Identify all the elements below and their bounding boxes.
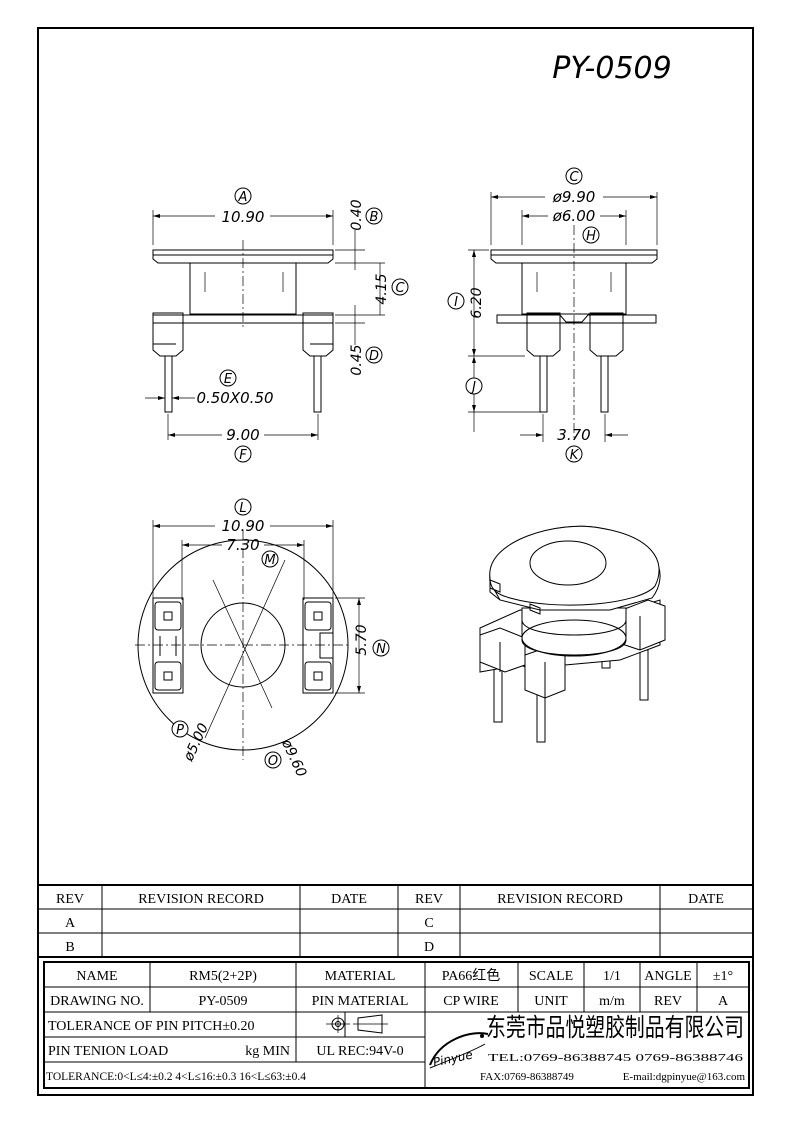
unit-value: m/m [599,994,625,1009]
projection-symbol [326,1014,388,1034]
label-d: D [369,349,379,364]
label-b: B [370,210,379,225]
rev-cell-d: D [424,940,434,955]
rev-cell-b: B [65,940,74,955]
angle-label: ANGLE [644,969,691,984]
scale-value: 1/1 [603,969,621,984]
label-e: E [224,372,233,387]
general-tolerance: TOLERANCE:0<L≤4:±0.2 4<L≤16:±0.3 16<L≤63… [46,1071,306,1083]
dim-c: 4.15 [374,273,390,304]
company-tel: TEL:0769-86388745 0769-86388746 [488,1052,744,1064]
label-c: C [395,281,405,296]
ul-rec: UL REC:94V-0 [316,1044,403,1059]
rev-cell-c: C [424,916,433,931]
isometric-view [479,525,666,743]
dim-f: 9.00 [226,426,259,444]
label-m: M [264,553,275,568]
dim-i: 6.20 [469,287,485,318]
label-i: I [454,295,458,310]
company-fax: FAX:0769-86388749 [480,1071,574,1083]
rev-header-1: REV [56,892,84,907]
dim-l: 10.90 [222,517,265,535]
bottom-view: L 10.90 7.30 M 5.70 N P ø5.00 O ø9.60 [135,498,390,780]
label-o: O [268,754,278,769]
angle-value: ±1° [713,969,733,984]
side-view: C ø9.90 ø6.00 H 6.20 I J 3.70 K [447,167,658,463]
company-logo: Pinyue [429,1032,489,1070]
material-value: PA66红色 [442,967,501,984]
company-name: 东莞市品悦塑胶制品有限公司 [486,1014,744,1042]
revision-table: REV REVISION RECORD DATE REV REVISION RE… [38,884,753,958]
dim-m: 7.30 [226,536,259,554]
material-label: MATERIAL [325,969,396,984]
label-p: P [176,723,184,738]
label-f: F [239,448,247,463]
dim-a: 10.90 [222,208,265,226]
pin-material-label: PIN MATERIAL [312,994,409,1009]
unit-label: UNIT [534,994,568,1009]
dim-outer-diameter: ø9.90 [552,188,596,206]
date-header-1: DATE [331,892,367,907]
rev-cell-a: A [65,916,76,931]
label-a: A [238,190,248,205]
part-number-title: PY-0509 [552,51,671,86]
title-block: NAME RM5(2+2P) MATERIAL PA66红色 SCALE 1/1… [43,961,750,1089]
label-c-side: C [569,170,579,185]
date-header-2: DATE [688,892,724,907]
dim-k: 3.70 [557,426,590,444]
front-view: A 10.90 0.40 B 4.15 C 0.45 D E 0.50X0.50… [145,187,409,463]
drawing-no-label: DRAWING NO. [50,994,144,1009]
rev-header-2: REV [415,892,443,907]
drawing-no-value: PY-0509 [198,994,247,1009]
pin-tension-unit: kg MIN [245,1044,290,1059]
dim-d: 0.45 [349,344,365,375]
label-l: L [239,501,246,516]
dim-n: 5.70 [354,624,370,655]
sheet-border [37,27,754,1096]
revision-record-header-1: REVISION RECORD [138,892,264,907]
dim-b: 0.40 [349,199,365,230]
label-j: J [469,380,476,395]
rev-value: A [718,994,729,1009]
pin-tension-label: PIN TENION LOAD [48,1044,168,1059]
label-k: K [570,448,580,463]
dim-e: 0.50X0.50 [196,389,273,407]
label-n: N [376,642,386,657]
company-email: E-mail:dgpinyue@163.com [623,1071,746,1083]
label-h: H [586,229,596,244]
scale-label: SCALE [529,969,573,984]
pin-pitch-tolerance: TOLERANCE OF PIN PITCH±0.20 [48,1019,255,1034]
pin-material-value: CP WIRE [443,994,499,1009]
name-value: RM5(2+2P) [189,969,257,984]
rev-label: REV [654,994,682,1009]
dim-inner-diameter: ø6.00 [552,207,596,225]
revision-record-header-2: REVISION RECORD [497,892,623,907]
name-label: NAME [76,969,117,984]
dim-o: ø9.60 [278,736,310,780]
